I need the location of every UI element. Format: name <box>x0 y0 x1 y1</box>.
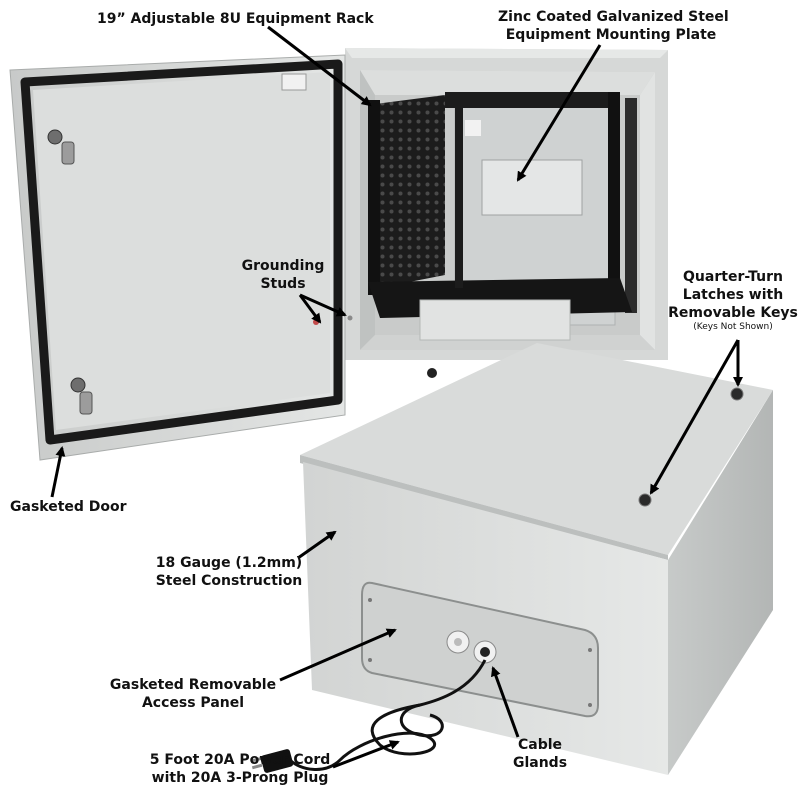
label-access-panel: Gasketed Removable Access Panel <box>108 676 278 712</box>
door-latch-top <box>47 129 75 165</box>
label-latches-line2: Latches with <box>682 287 784 303</box>
label-mounting-plate-line2: Equipment Mounting Plate <box>505 27 717 43</box>
label-gauge-line1: 18 Gauge (1.2mm) <box>155 555 303 571</box>
label-glands-line1: Cable <box>517 737 563 753</box>
label-latches-line3: Removable Keys <box>668 305 798 321</box>
label-glands-line2: Glands <box>512 755 568 771</box>
door-latch-bottom <box>70 377 93 415</box>
label-panel-line1: Gasketed Removable <box>109 677 277 693</box>
closed-enclosure <box>300 343 773 775</box>
plug-icon <box>251 749 294 773</box>
label-grounding-line2: Studs <box>260 276 306 292</box>
lid-latch-right <box>730 387 744 401</box>
power-cord <box>288 659 487 771</box>
label-panel-line2: Access Panel <box>141 695 245 711</box>
annotation-arrows <box>50 25 743 769</box>
lid-latch-front <box>638 493 652 507</box>
label-grounding-studs: Grounding Studs <box>233 257 333 293</box>
label-gasketed-door: Gasketed Door <box>10 499 127 515</box>
label-power-cord: 5 Foot 20A Power Cord with 20A 3-Prong P… <box>140 751 340 787</box>
open-enclosure <box>345 48 668 360</box>
label-cable-glands: Cable Glands <box>500 736 580 772</box>
label-grounding-line1: Grounding <box>241 258 325 274</box>
cable-glands <box>446 630 497 664</box>
label-cord-line2: with 20A 3-Prong Plug <box>151 770 329 786</box>
label-latches-note: (Keys Not Shown) <box>693 322 773 332</box>
label-latches-line1: Quarter-Turn <box>683 269 783 285</box>
label-gauge-line2: Steel Construction <box>155 573 303 589</box>
label-mounting-plate: Zinc Coated Galvanized Steel Equipment M… <box>498 8 729 44</box>
label-mounting-plate-line1: Zinc Coated Galvanized Steel <box>498 9 729 25</box>
label-equipment-rack: 19” Adjustable 8U Equipment Rack <box>97 11 374 27</box>
gasketed-door <box>9 54 346 461</box>
label-steel-construction: 18 Gauge (1.2mm) Steel Construction <box>145 554 313 590</box>
label-cord-line1: 5 Foot 20A Power Cord <box>149 752 331 768</box>
label-quarter-turn-latches: Quarter-Turn Latches with Removable Keys… <box>668 268 798 333</box>
